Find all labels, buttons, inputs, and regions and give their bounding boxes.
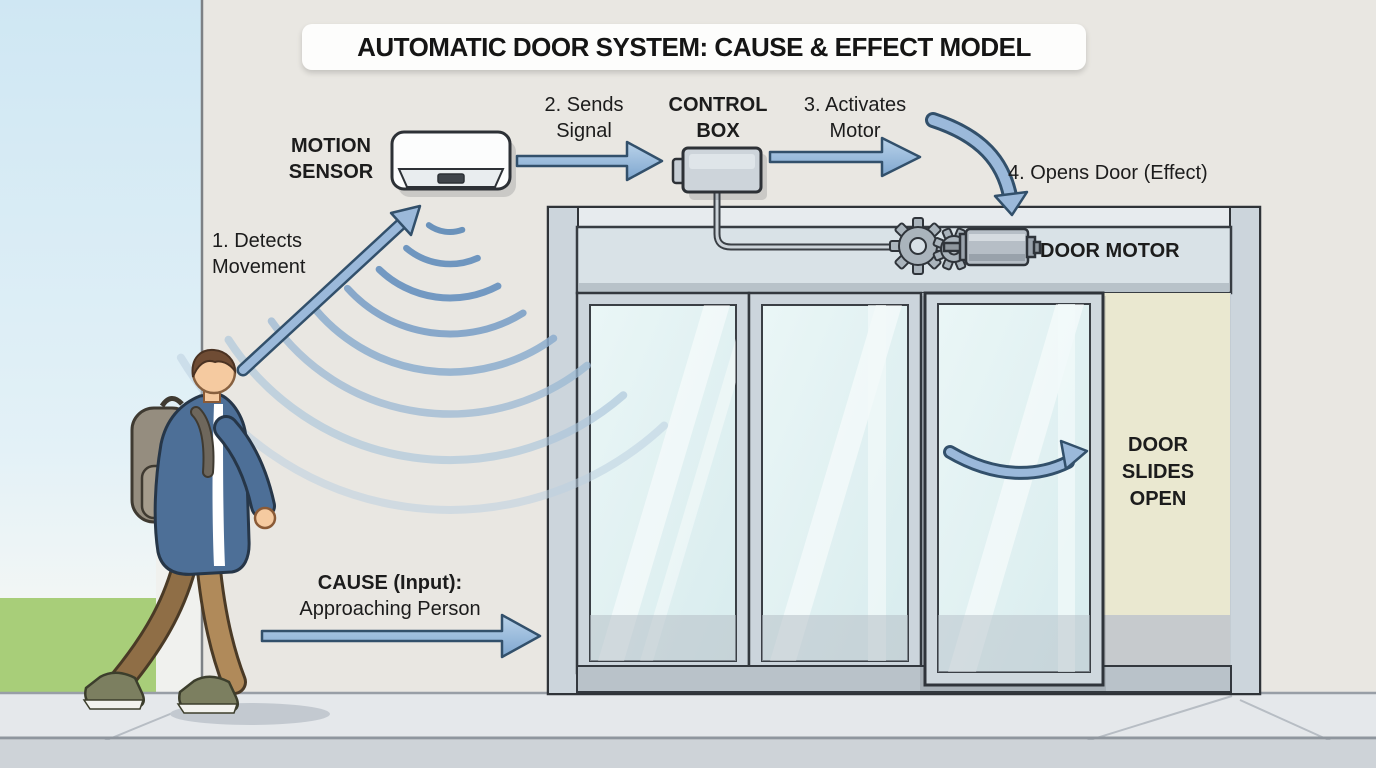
- arrow-cause: [260, 613, 542, 659]
- motion-sensor-label: MOTION SENSOR: [288, 135, 374, 183]
- motor-icon: [942, 227, 1042, 267]
- fixed-door-panel-left: [575, 291, 751, 675]
- arrow-door-slides: [943, 439, 1089, 480]
- cause-label: CAUSE (Input): Approaching Person: [299, 570, 480, 622]
- person-walking-icon: [82, 348, 277, 714]
- title-banner: AUTOMATIC DOOR SYSTEM: CAUSE & EFFECT MO…: [302, 24, 1086, 70]
- sliding-door-panel: [920, 291, 1106, 692]
- fixed-door-panel-center: [747, 291, 923, 675]
- arrow-activates-motor: [768, 136, 922, 178]
- cause-label-line2: Approaching Person: [299, 598, 481, 620]
- page-title: AUTOMATIC DOOR SYSTEM: CAUSE & EFFECT MO…: [357, 31, 1031, 62]
- step4-opens-label: 4. Opens Door (Effect): [1008, 162, 1208, 184]
- step3-activates-label: 3. Activates Motor: [803, 94, 907, 142]
- motion-sensor-icon: [390, 130, 516, 197]
- cause-label-line1: CAUSE (Input):: [317, 572, 463, 594]
- arrow-sends-signal: [515, 140, 664, 182]
- control-box-label: CONTROL BOX: [668, 94, 768, 142]
- arrow-detects-movement: [236, 204, 422, 377]
- control-box-icon: [671, 146, 767, 200]
- automatic-door: [546, 190, 1262, 696]
- door-motor-label: DOOR MOTOR: [1040, 240, 1180, 262]
- open-doorway: [1100, 293, 1230, 673]
- signal-wire: [713, 190, 896, 251]
- door-threshold: [576, 665, 1232, 693]
- step1-detects-label: 1. Detects Movement: [212, 230, 306, 278]
- arrow-opens-door: [925, 112, 1029, 217]
- step2-sends-label: 2. Sends Signal: [544, 94, 624, 142]
- arrows: [236, 112, 1089, 659]
- door-slides-label: DOOR SLIDES OPEN: [1121, 434, 1195, 510]
